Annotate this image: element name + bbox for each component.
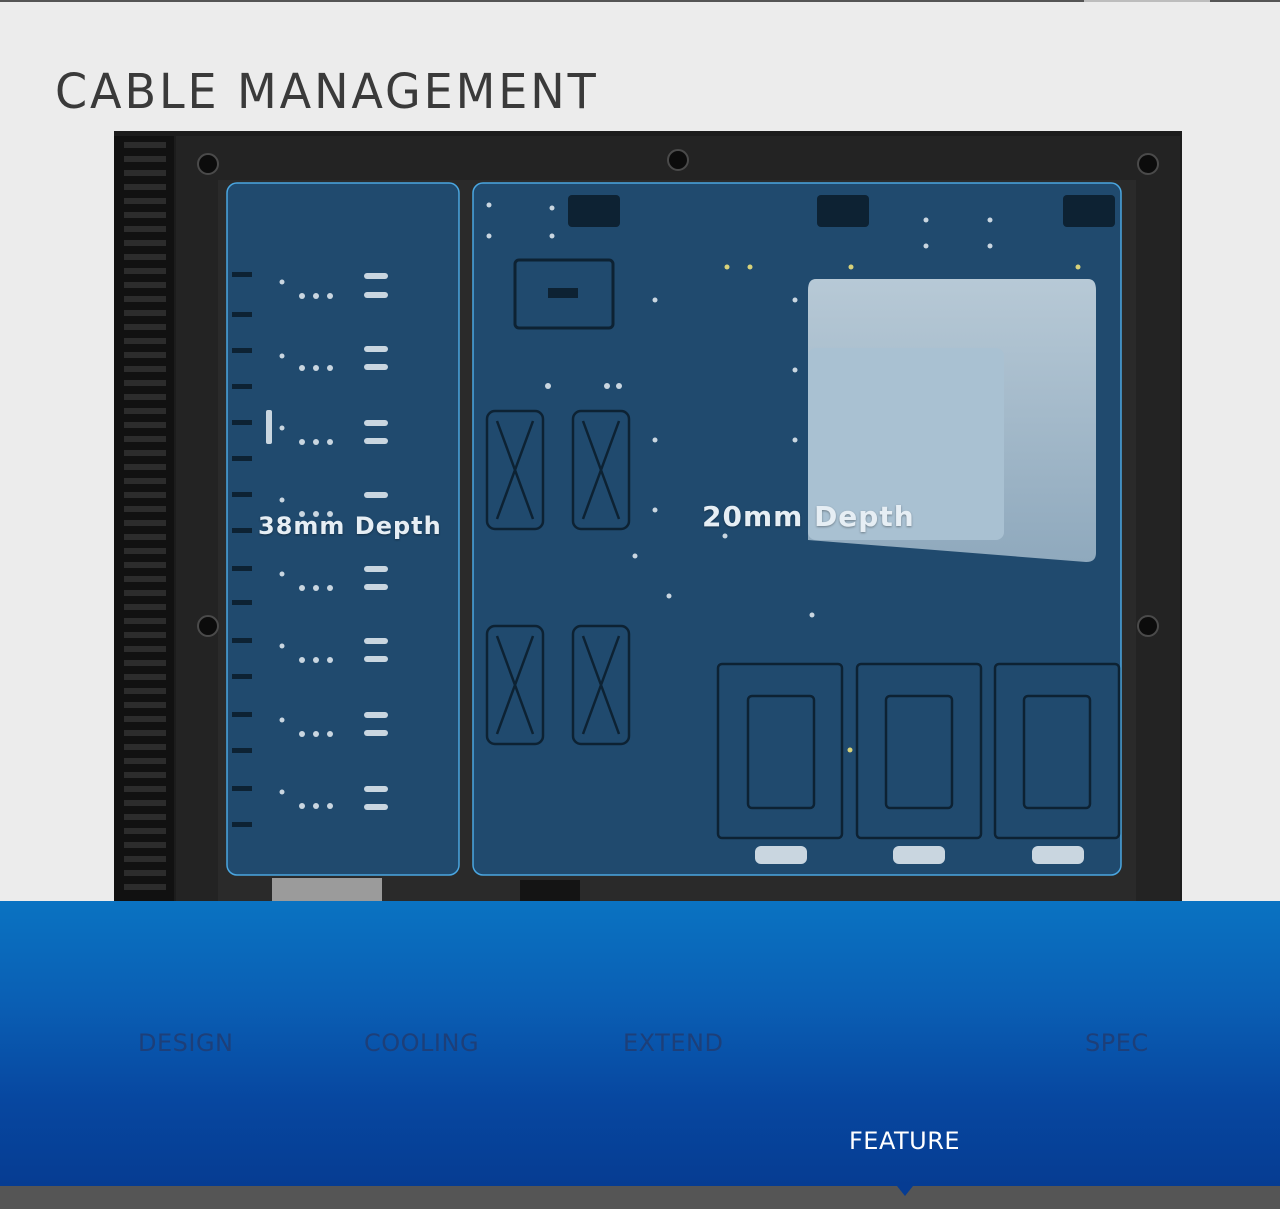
page-title: CABLE MANAGEMENT [55, 64, 599, 120]
nav-item-spec[interactable]: SPEC [1085, 1029, 1149, 1057]
active-pointer-caret-icon [897, 1186, 913, 1196]
nav-item-cooling[interactable]: COOLING [364, 1029, 480, 1057]
top-rule-tab [1084, 0, 1210, 2]
nav-item-design[interactable]: DESIGN [138, 1029, 234, 1057]
depth-label-38mm: 38mm Depth [258, 512, 442, 540]
nav-item-feature[interactable]: FEATURE [849, 1127, 961, 1155]
top-rule [0, 0, 1280, 2]
bottom-bar [0, 1186, 1280, 1209]
section-nav [0, 901, 1280, 1186]
depth-label-20mm: 20mm Depth [702, 500, 915, 533]
nav-item-extend[interactable]: EXTEND [623, 1029, 724, 1057]
